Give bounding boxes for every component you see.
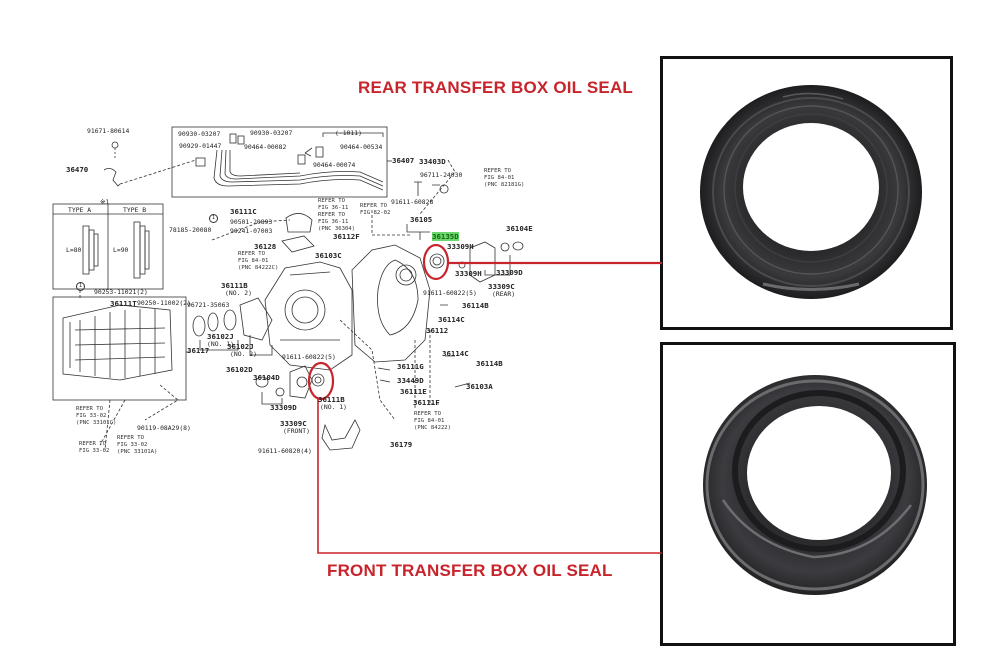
reference-note: REFER TO FIG 84-01 (PNC 82181G)	[484, 168, 525, 188]
part-label: 91611-60820(4)	[258, 447, 312, 455]
reference-note: REFER TO FIG 84-01 (PNC 84222C)	[238, 251, 279, 271]
part-label: 33403D	[419, 157, 446, 166]
part-label: 33309H	[447, 242, 474, 251]
part-label: 33449D	[397, 376, 424, 385]
part-label: 36117	[187, 346, 210, 355]
part-label: 36179	[390, 440, 413, 449]
reference-note: REFER TO FIG 36-11 REFER TO FIG 36-11 (P…	[318, 198, 356, 232]
part-label: 90241-07003	[230, 227, 273, 235]
part-label: 36114B	[462, 301, 489, 310]
part-label: 36102J	[227, 342, 254, 351]
rear-seal-callout-circle	[422, 243, 450, 281]
part-label: 36103A	[466, 382, 493, 391]
part-label: (REAR)	[492, 290, 516, 298]
reference-note: REFER TO FIG 84-01 (PNC 84222)	[414, 411, 452, 431]
type-b-length: L=90	[113, 246, 129, 254]
part-label: 90929-01447	[179, 142, 222, 150]
part-label-highlighted: 36135D	[432, 232, 459, 241]
part-label: 90930-03207	[250, 129, 293, 137]
front-oil-seal-image	[703, 375, 927, 595]
part-label: 36103C	[315, 251, 342, 260]
part-label: 36114C	[438, 315, 465, 324]
part-label: 36114B	[476, 359, 503, 368]
part-label: 96711-24030	[420, 171, 463, 179]
part-label: 36111B	[318, 395, 345, 404]
rear-oil-seal-image	[700, 85, 922, 299]
part-label: 90464-00074	[313, 161, 356, 169]
front-seal-callout-line	[317, 399, 662, 554]
part-label: 91611-60822(5)	[282, 353, 336, 361]
part-label: 36112	[426, 326, 449, 335]
part-label: (NO. 1)	[320, 403, 347, 411]
part-label: 96721-35063	[187, 301, 230, 309]
front-seal-photo	[660, 342, 956, 646]
front-seal-callout-circle	[307, 361, 335, 401]
part-label: 91671-80614	[87, 127, 130, 135]
reference-note: REFER TO FIG 33-02	[79, 441, 110, 454]
part-label: 90501-20893	[230, 218, 273, 226]
part-label: 91611-60822(5)	[423, 289, 477, 297]
part-label: (-1011)	[335, 129, 362, 137]
front-seal-title: FRONT TRANSFER BOX OIL SEAL	[327, 561, 613, 580]
part-label: 36114C	[442, 349, 469, 358]
part-label: 90464-00082	[244, 143, 287, 151]
part-label: 90930-03207	[178, 130, 221, 138]
part-label: 36111C	[230, 207, 257, 216]
part-label: 36102J	[207, 332, 234, 341]
part-label: (NO. 2)	[225, 289, 252, 297]
reference-note: REFER TO FIG 33-02 (PNC 33101A)	[117, 435, 158, 455]
part-label: 36111G	[397, 362, 424, 371]
part-label: 36111E	[400, 387, 427, 396]
rear-seal-title: REAR TRANSFER BOX OIL SEAL	[358, 78, 634, 97]
part-label: 36105	[410, 215, 433, 224]
part-label: 36111T	[110, 299, 137, 308]
part-label: 36104E	[506, 224, 533, 233]
part-label: 91611-60828	[391, 198, 434, 206]
type-a-header: TYPE A	[68, 206, 92, 214]
part-label: 36104D	[253, 373, 280, 382]
part-label: 36102D	[226, 365, 253, 374]
reference-circle: 1	[76, 282, 85, 291]
reference-note: REFER TO FIG 82-02	[360, 203, 391, 216]
part-label: 33309D	[496, 268, 523, 277]
part-label: 36111F	[413, 398, 440, 407]
part-label: 90253-11021(2)	[94, 288, 148, 296]
rear-seal-photo	[660, 56, 953, 330]
reference-note: REFER TO FIG 33-02 (PNC 33101C)	[76, 406, 117, 426]
part-label: 36128	[254, 242, 277, 251]
part-label: 90250-11002(2)	[137, 299, 191, 307]
footnote-marker: ※1	[100, 198, 110, 206]
part-label: 33309C	[488, 282, 515, 291]
reference-circle: 1	[209, 214, 218, 223]
type-b-header: TYPE B	[123, 206, 147, 214]
part-label: 36112F	[333, 232, 360, 241]
part-label: 36407	[392, 156, 415, 165]
part-label: (NO. 2)	[230, 350, 257, 358]
part-label: 90119-08A29(8)	[137, 424, 191, 432]
part-label: 90464-00534	[340, 143, 383, 151]
type-a-length: L=80	[66, 246, 82, 254]
part-label: 33309C	[280, 419, 307, 428]
part-label: 78185-20080	[169, 226, 212, 234]
part-label: 36111B	[221, 281, 248, 290]
part-label: 33309H	[455, 269, 482, 278]
part-label: (FRONT)	[283, 427, 310, 435]
part-label: 36470	[66, 165, 89, 174]
part-label: (NO. 1)	[207, 340, 234, 348]
part-label: 33309D	[270, 403, 297, 412]
